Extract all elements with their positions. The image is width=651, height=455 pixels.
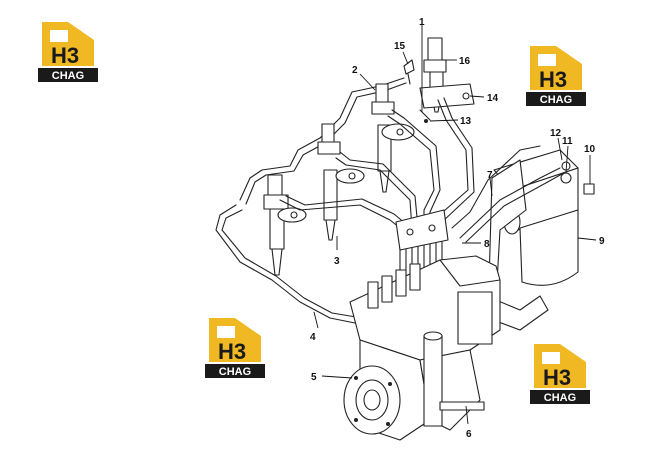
logo-mark-text: H3 <box>543 365 571 390</box>
callout-number: 13 <box>460 116 472 127</box>
callout-number: 6 <box>466 429 472 440</box>
callout-number: 9 <box>599 236 605 247</box>
callout-13: 13 <box>429 116 472 127</box>
callout-10: 10 <box>584 144 596 184</box>
injector-4 <box>263 174 307 276</box>
callout-9: 9 <box>577 236 605 247</box>
overflow-valve <box>403 59 431 123</box>
callout-number: 14 <box>487 93 499 104</box>
filter-pipes <box>451 145 563 243</box>
callout-number: 8 <box>484 239 490 250</box>
injector-2 <box>371 83 415 193</box>
pipe-clamp <box>395 209 449 251</box>
logo-mark-text: H3 <box>218 339 246 364</box>
callout-number: 16 <box>459 56 471 67</box>
callout-2: 2 <box>352 65 376 91</box>
logo-caption-text: CHAG <box>52 70 84 82</box>
callout-3: 3 <box>334 236 340 267</box>
callout-12: 12 <box>550 128 563 161</box>
callout-15: 15 <box>394 41 409 65</box>
return-pipe <box>215 77 407 325</box>
logo-mark-text: H3 <box>51 43 79 68</box>
high-pressure-pipes <box>279 97 475 281</box>
pump-flange <box>343 365 401 435</box>
callout-1: 1 <box>419 17 425 112</box>
callout-number: 10 <box>584 144 596 155</box>
logo-caption-text: CHAG <box>540 94 572 106</box>
callout-8: 8 <box>462 239 490 250</box>
callout-number: 5 <box>311 372 317 383</box>
callout-number: 11 <box>562 136 573 147</box>
callout-5: 5 <box>311 372 353 383</box>
callout-16: 16 <box>442 56 471 67</box>
callout-number: 15 <box>394 41 406 52</box>
callout-6: 6 <box>465 405 472 440</box>
logo-mark-text: H3 <box>539 67 567 92</box>
logo-bottom-right: H3 CHAG <box>530 344 590 404</box>
callout-number: 4 <box>310 332 316 343</box>
injector-1 <box>419 37 475 113</box>
logo-bottom-left: H3 CHAG <box>205 318 265 378</box>
filter-bracket <box>487 159 549 331</box>
callout-number: 12 <box>550 128 562 139</box>
callout-4: 4 <box>310 311 319 343</box>
logo-top-left: H3 CHAG <box>38 22 98 82</box>
logo-top-right: H3 CHAG <box>526 46 586 106</box>
callout-14: 14 <box>469 93 499 104</box>
logo-caption-text: CHAG <box>219 366 251 378</box>
callout-7: 7 <box>487 170 493 197</box>
callout-number: 1 <box>419 17 425 28</box>
callout-number: 2 <box>352 65 358 76</box>
injector-3 <box>317 123 365 241</box>
callout-11: 11 <box>562 136 573 173</box>
callout-number: 7 <box>487 170 493 181</box>
logo-caption-text: CHAG <box>544 392 576 404</box>
callout-number: 3 <box>334 256 340 267</box>
